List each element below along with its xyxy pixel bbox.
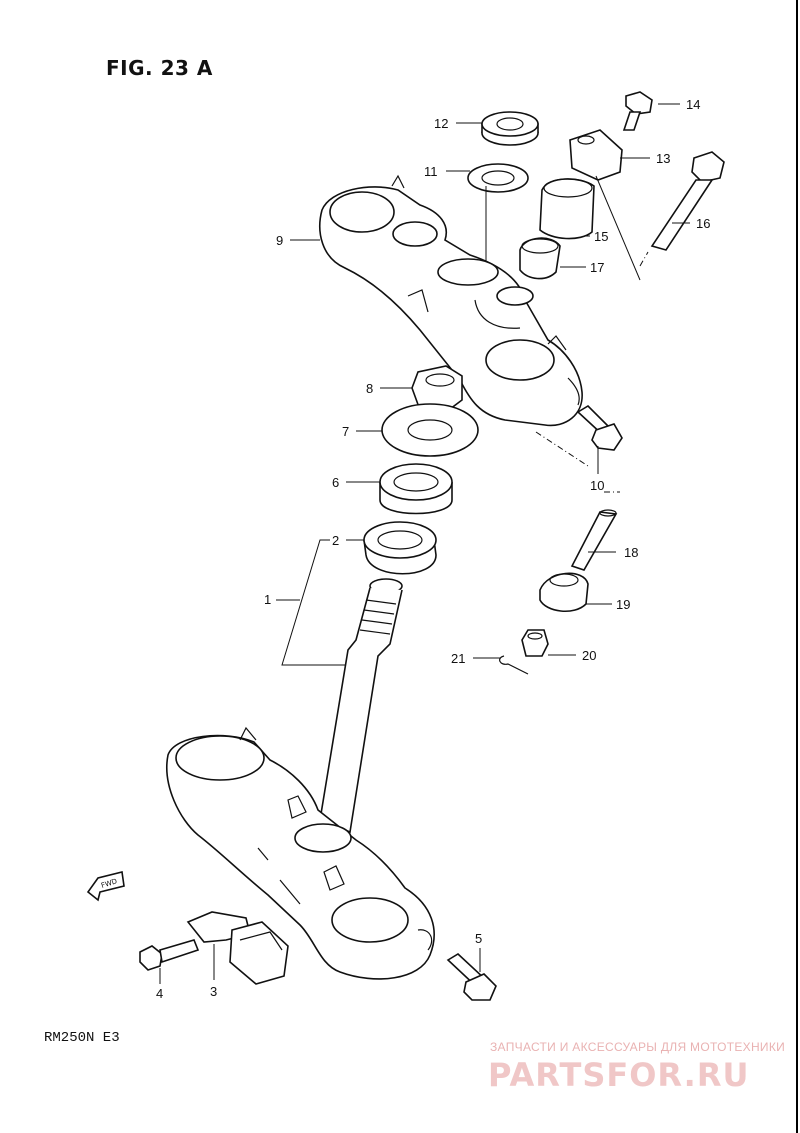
part-14-bolt <box>622 91 653 131</box>
part-21-cotter-pin <box>499 655 529 675</box>
callout-8: 8 <box>366 381 373 396</box>
watermark-logo: PARTSFOR.RU <box>488 1056 750 1094</box>
part-15-holder <box>539 178 595 240</box>
callout-17: 17 <box>590 260 604 275</box>
part-20-nut <box>521 629 549 657</box>
part-18-pin <box>570 509 618 571</box>
part-1-steering-stem <box>319 578 403 834</box>
part-16-long-bolt <box>650 151 725 251</box>
part-3-cable-guide <box>186 911 289 985</box>
callout-5: 5 <box>475 931 482 946</box>
callout-18: 18 <box>624 545 638 560</box>
callout-14: 14 <box>686 97 700 112</box>
part-10-bolt <box>576 404 623 451</box>
part-2-bearing <box>363 521 437 575</box>
callout-11: 11 <box>424 164 438 179</box>
callout-13: 13 <box>656 151 670 166</box>
lower-bracket <box>166 726 435 980</box>
part-19-collar <box>539 572 589 612</box>
callout-19: 19 <box>616 597 630 612</box>
callout-15: 15 <box>594 229 608 244</box>
callout-2: 2 <box>332 533 339 548</box>
callout-3: 3 <box>210 984 217 999</box>
part-11-washer <box>467 163 529 193</box>
part-6-bearing <box>379 463 453 515</box>
part-5-bolt <box>446 953 497 1001</box>
callout-4: 4 <box>156 986 163 1001</box>
upper-bracket <box>319 174 583 427</box>
callout-12: 12 <box>434 116 448 131</box>
part-12-nut <box>481 111 539 146</box>
figure-title: FIG. 23 A <box>106 56 213 80</box>
callout-21: 21 <box>451 651 465 666</box>
callout-10: 10 <box>590 478 604 493</box>
fwd-arrow: FWD <box>86 871 125 902</box>
callout-20: 20 <box>582 648 596 663</box>
part-4-bolt <box>139 939 200 971</box>
page-border <box>796 0 798 1133</box>
leader-lines <box>159 103 690 984</box>
callout-7: 7 <box>342 424 349 439</box>
callout-1: 1 <box>264 592 271 607</box>
part-7-washer <box>381 403 479 457</box>
callout-9: 9 <box>276 233 283 248</box>
callout-16: 16 <box>696 216 710 231</box>
watermark-tagline: ЗАПЧАСТИ И АКСЕССУАРЫ ДЛЯ МОТОТЕХНИКИ <box>490 1040 786 1054</box>
model-code: RM250N E3 <box>44 1030 120 1046</box>
part-17-damper <box>519 237 561 280</box>
callout-6: 6 <box>332 475 339 490</box>
callout-numbers: 1 2 3 4 5 6 7 8 9 10 11 12 13 14 15 16 1… <box>156 97 710 1001</box>
part-13-clamp <box>569 129 623 181</box>
